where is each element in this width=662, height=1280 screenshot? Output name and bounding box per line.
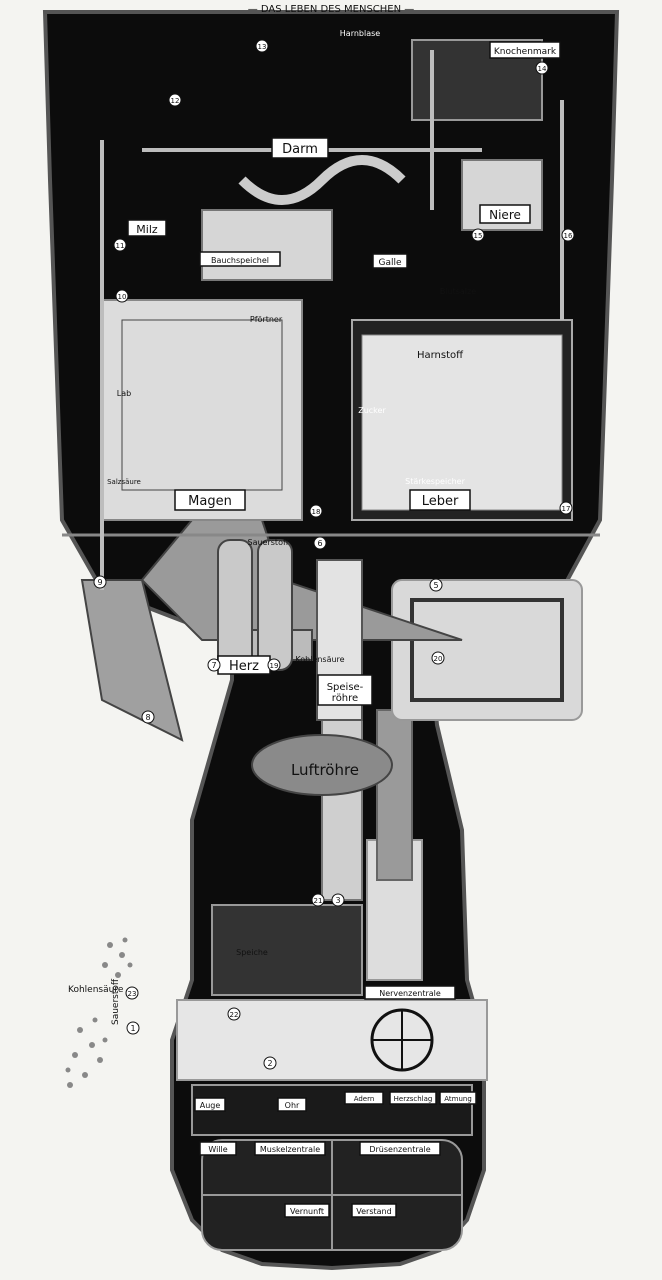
number-7: 7 [211,661,216,670]
gas-bubbles [65,937,133,1088]
label-lab: Lab [117,389,131,398]
label-salzsaeure: Salzsäure [107,478,141,486]
label-milz: Milz [136,223,158,236]
label-vernunft: Vernunft [290,1207,324,1216]
label-leber: Leber [422,494,459,509]
number-14: 14 [538,65,547,73]
number-11: 11 [116,242,125,250]
label-herz: Herz [229,659,259,674]
number-21: 21 [314,897,323,905]
label-muskelzentrale: Muskelzentrale [260,1145,320,1154]
number-8: 8 [145,713,150,722]
label-sauerstoff-pipe: Sauerstoff [248,538,289,547]
windpipe [321,699,363,901]
label-harnblase: Harnblase [340,29,381,38]
label-pfoertner: Pförtner [250,315,283,324]
label-niere: Niere [489,208,521,222]
label-magen: Magen [188,494,232,509]
header-text: — DAS LEBEN DES MENSCHEN — [248,4,415,15]
number-18: 18 [312,508,321,516]
number-2: 2 [267,1059,272,1068]
label-atmung: Atmung [444,1095,472,1103]
label-herzschlag: Herzschlag [394,1095,433,1103]
number-17: 17 [562,505,571,513]
label-knochenmark: Knochenmark [494,47,557,57]
label-wille: Wille [208,1145,227,1154]
number-22: 22 [230,1011,239,1019]
label-speiche: Speiche [236,948,268,957]
chest-region [80,519,583,796]
number-markers: 1 2 3 5 6 7 8 9 10 11 12 13 14 15 16 17 … [93,39,575,1070]
labels: — DAS LEBEN DES MENSCHEN — Magen Leber D… [68,4,561,1218]
number-23: 23 [128,990,137,998]
number-13: 13 [258,43,267,51]
number-6: 6 [317,539,322,548]
label-luftroehre: Luftröhre [291,761,359,779]
label-adern: Adern [354,1095,375,1103]
abdomen-region [101,39,573,521]
number-9: 9 [97,578,102,587]
label-zucker: Zucker [358,406,386,415]
label-sauerstoff: Sauerstoff [111,978,121,1025]
label-kohlensaeure: Kohlensäure [68,985,124,995]
number-3: 3 [335,896,340,905]
label-bauchspeichel: Bauchspeichel [211,256,269,265]
label-nervenzentrale: Nervenzentrale [379,989,441,998]
number-20: 20 [434,655,443,663]
label-darm: Darm [282,142,318,157]
label-galle: Galle [378,258,401,268]
label-ohr: Ohr [285,1101,300,1110]
number-1: 1 [130,1024,135,1033]
label-verstand: Verstand [356,1207,391,1216]
number-16: 16 [564,232,573,240]
label-auge: Auge [200,1101,221,1110]
number-19: 19 [270,662,279,670]
number-5: 5 [433,581,438,590]
label-staerkespeicher: Stärkespeicher [405,477,465,486]
label-druesenzentrale: Drüsenzentrale [369,1145,430,1154]
label-harnstoff: Harnstoff [417,350,464,361]
number-12: 12 [171,97,180,105]
number-10: 10 [118,293,127,301]
label-speiseroehre: Speise-röhre [327,682,364,704]
label-kohlensaeure-pipe: Kohlensäure [295,655,344,664]
number-15: 15 [474,232,483,240]
label-blutsalze: Blutsalze [440,287,476,296]
